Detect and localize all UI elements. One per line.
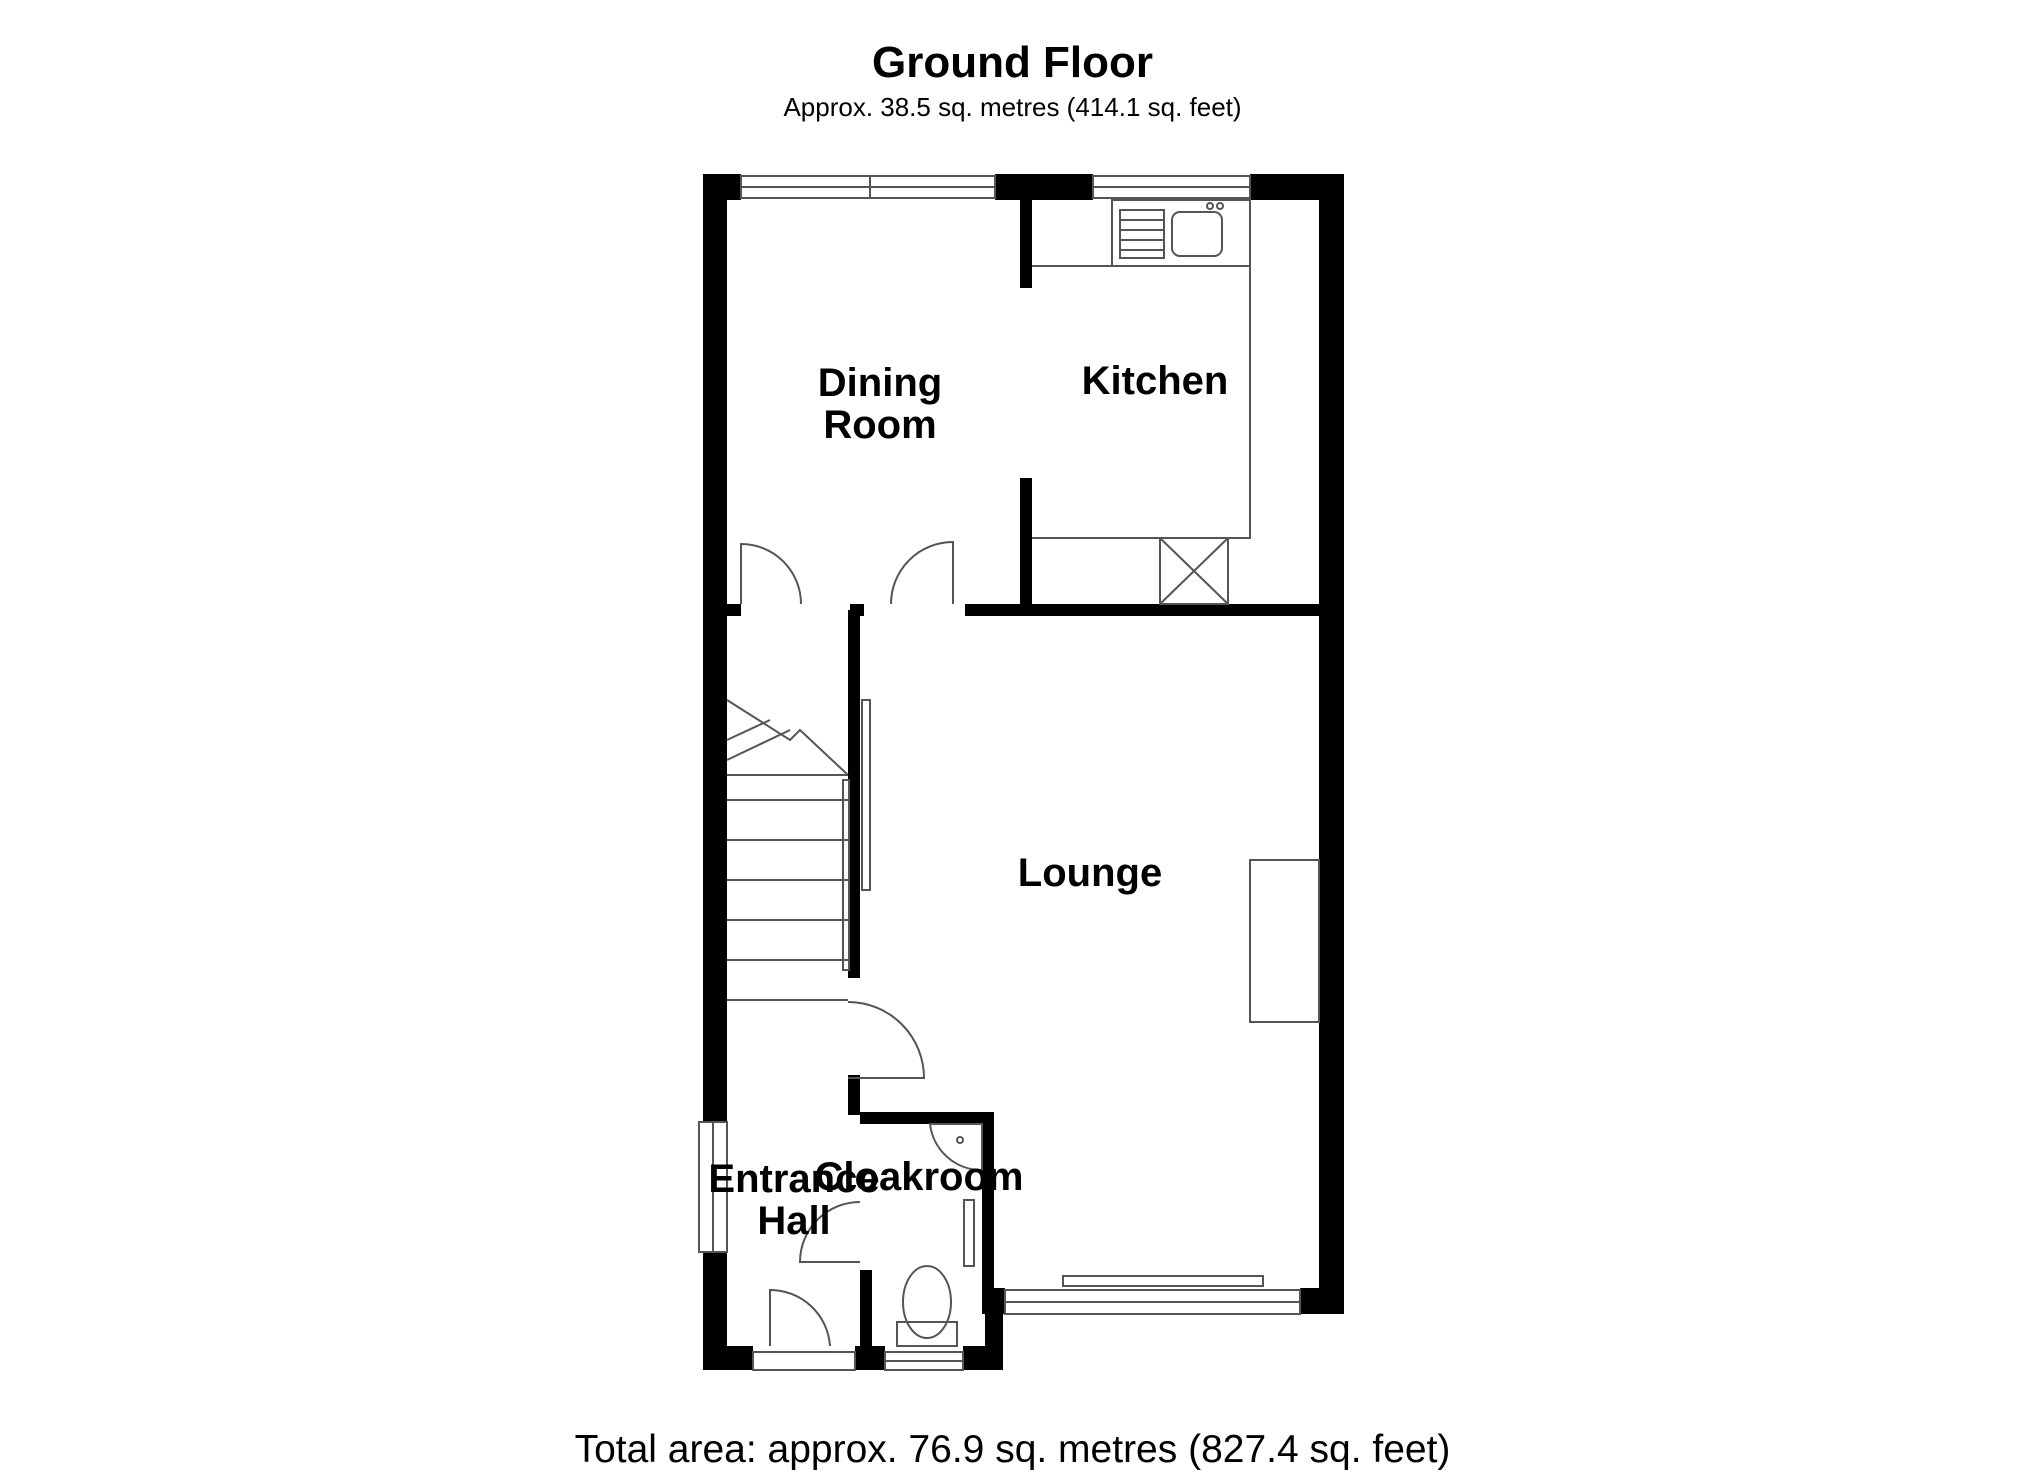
room-label-kitchen: Kitchen xyxy=(1082,359,1229,403)
outer-walls xyxy=(703,174,1344,1370)
room-label-lounge: Lounge xyxy=(1018,851,1162,895)
doors xyxy=(740,540,954,1347)
room-label-hall: Hall xyxy=(757,1199,830,1243)
cloakroom-fittings xyxy=(896,1123,983,1347)
room-label-entrance: Entrance xyxy=(708,1157,879,1201)
floor-area-subtitle: Approx. 38.5 sq. metres (414.1 sq. feet) xyxy=(783,92,1242,122)
room-label-dining-room: Room xyxy=(823,403,936,447)
fireplace xyxy=(1249,859,1320,1023)
room-label-dining: Dining xyxy=(818,361,942,405)
total-area: Total area: approx. 76.9 sq. metres (827… xyxy=(574,1428,1451,1471)
kitchen-worktop xyxy=(1032,199,1251,605)
floor-title: Ground Floor xyxy=(871,38,1154,87)
staircase xyxy=(726,699,871,1001)
room-label-cloakroom: Cloakroom xyxy=(815,1155,1024,1199)
internal-walls xyxy=(727,200,1344,1370)
windows xyxy=(698,175,1301,1371)
